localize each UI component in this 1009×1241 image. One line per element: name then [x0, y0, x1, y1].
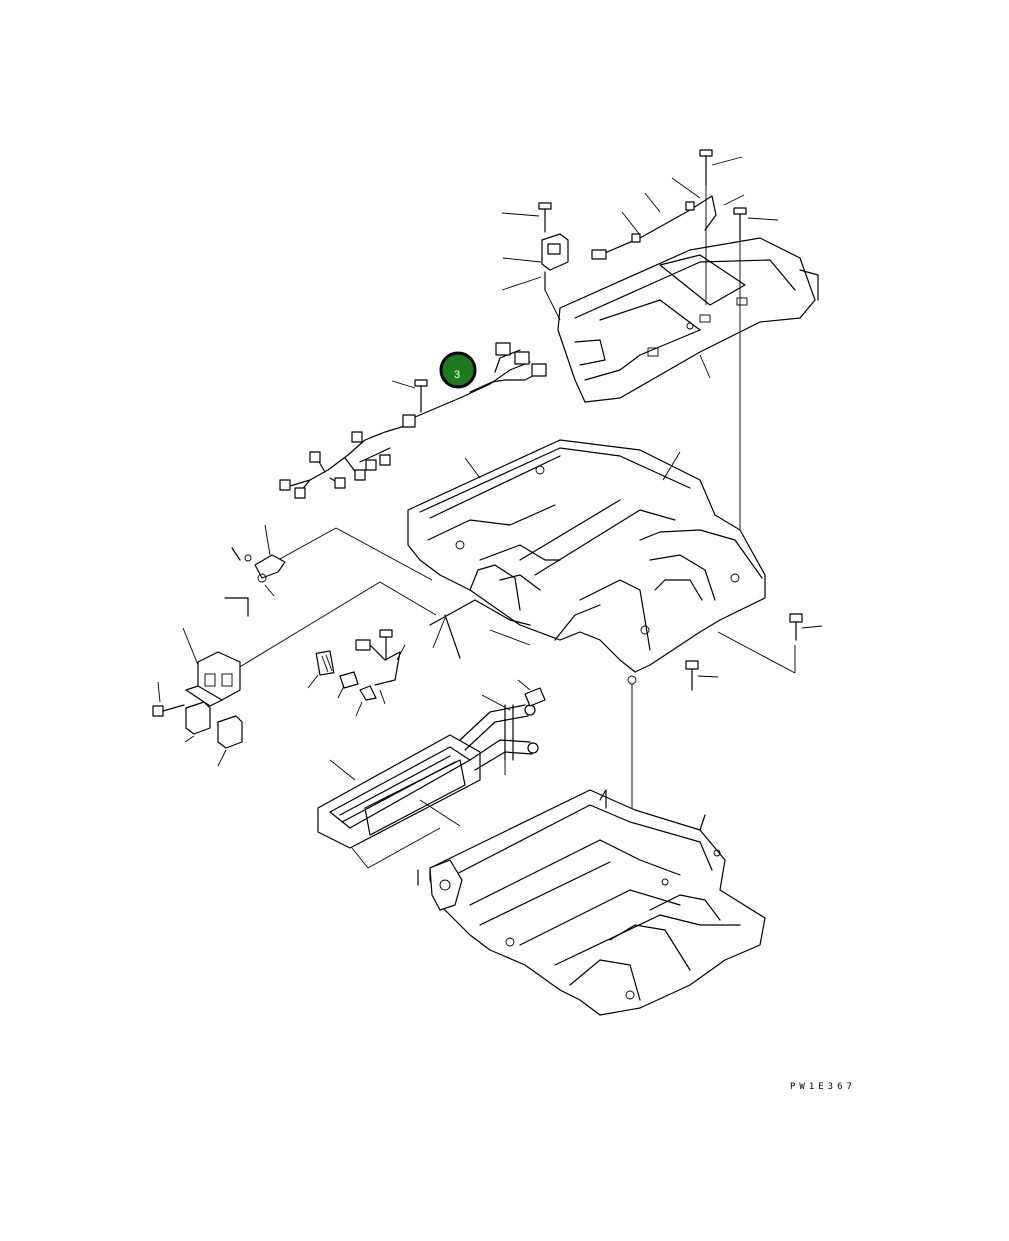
- screw-icon: [391, 379, 428, 413]
- leader-lines-bottom: [351, 827, 441, 869]
- sensor-bracket: [337, 639, 406, 717]
- relay-icon: [217, 715, 243, 767]
- connector-icon: [294, 487, 306, 499]
- bracket-left: [224, 524, 286, 617]
- screw-icon: [152, 681, 185, 717]
- bolt-icon: [685, 660, 719, 691]
- connector-icon: [279, 479, 291, 491]
- heater-case: [407, 439, 766, 685]
- callout-3[interactable]: 3: [439, 351, 477, 389]
- relay-block: [182, 627, 241, 707]
- top-cover: [557, 237, 819, 403]
- connector-icon: [309, 451, 321, 463]
- screw-icon: [699, 149, 713, 186]
- wire-harness: [279, 342, 547, 499]
- actuator-motor: [541, 233, 569, 321]
- relay-icon: [184, 701, 211, 743]
- connector-icon: [514, 351, 530, 365]
- leader-lines-top: [501, 156, 779, 575]
- callout-circle[interactable]: [439, 351, 477, 389]
- connector-icon: [365, 459, 377, 471]
- heater-core: [317, 734, 481, 849]
- screw-icon: [538, 202, 552, 233]
- bolt-icon: [789, 613, 823, 641]
- connector-icon: [354, 469, 366, 481]
- callout-label: 3: [454, 369, 460, 381]
- connector-icon: [495, 342, 511, 356]
- connector-icon: [379, 454, 391, 466]
- bottom-actuator: [417, 859, 463, 911]
- connector-icon: [334, 477, 346, 489]
- heater-pipes: [459, 694, 539, 775]
- bottom-case: [429, 789, 766, 1016]
- connector-icon: [531, 363, 547, 377]
- bolt-icon: [517, 679, 546, 707]
- screw-icon: [733, 207, 747, 241]
- bolt-icon: [379, 629, 393, 661]
- drawing-code: PW1E367: [790, 1082, 856, 1092]
- connector-icon: [402, 414, 416, 428]
- connector-icon: [351, 431, 363, 443]
- top-wire: [591, 195, 717, 260]
- filter-pad: [307, 650, 335, 689]
- lever-link: [429, 599, 531, 659]
